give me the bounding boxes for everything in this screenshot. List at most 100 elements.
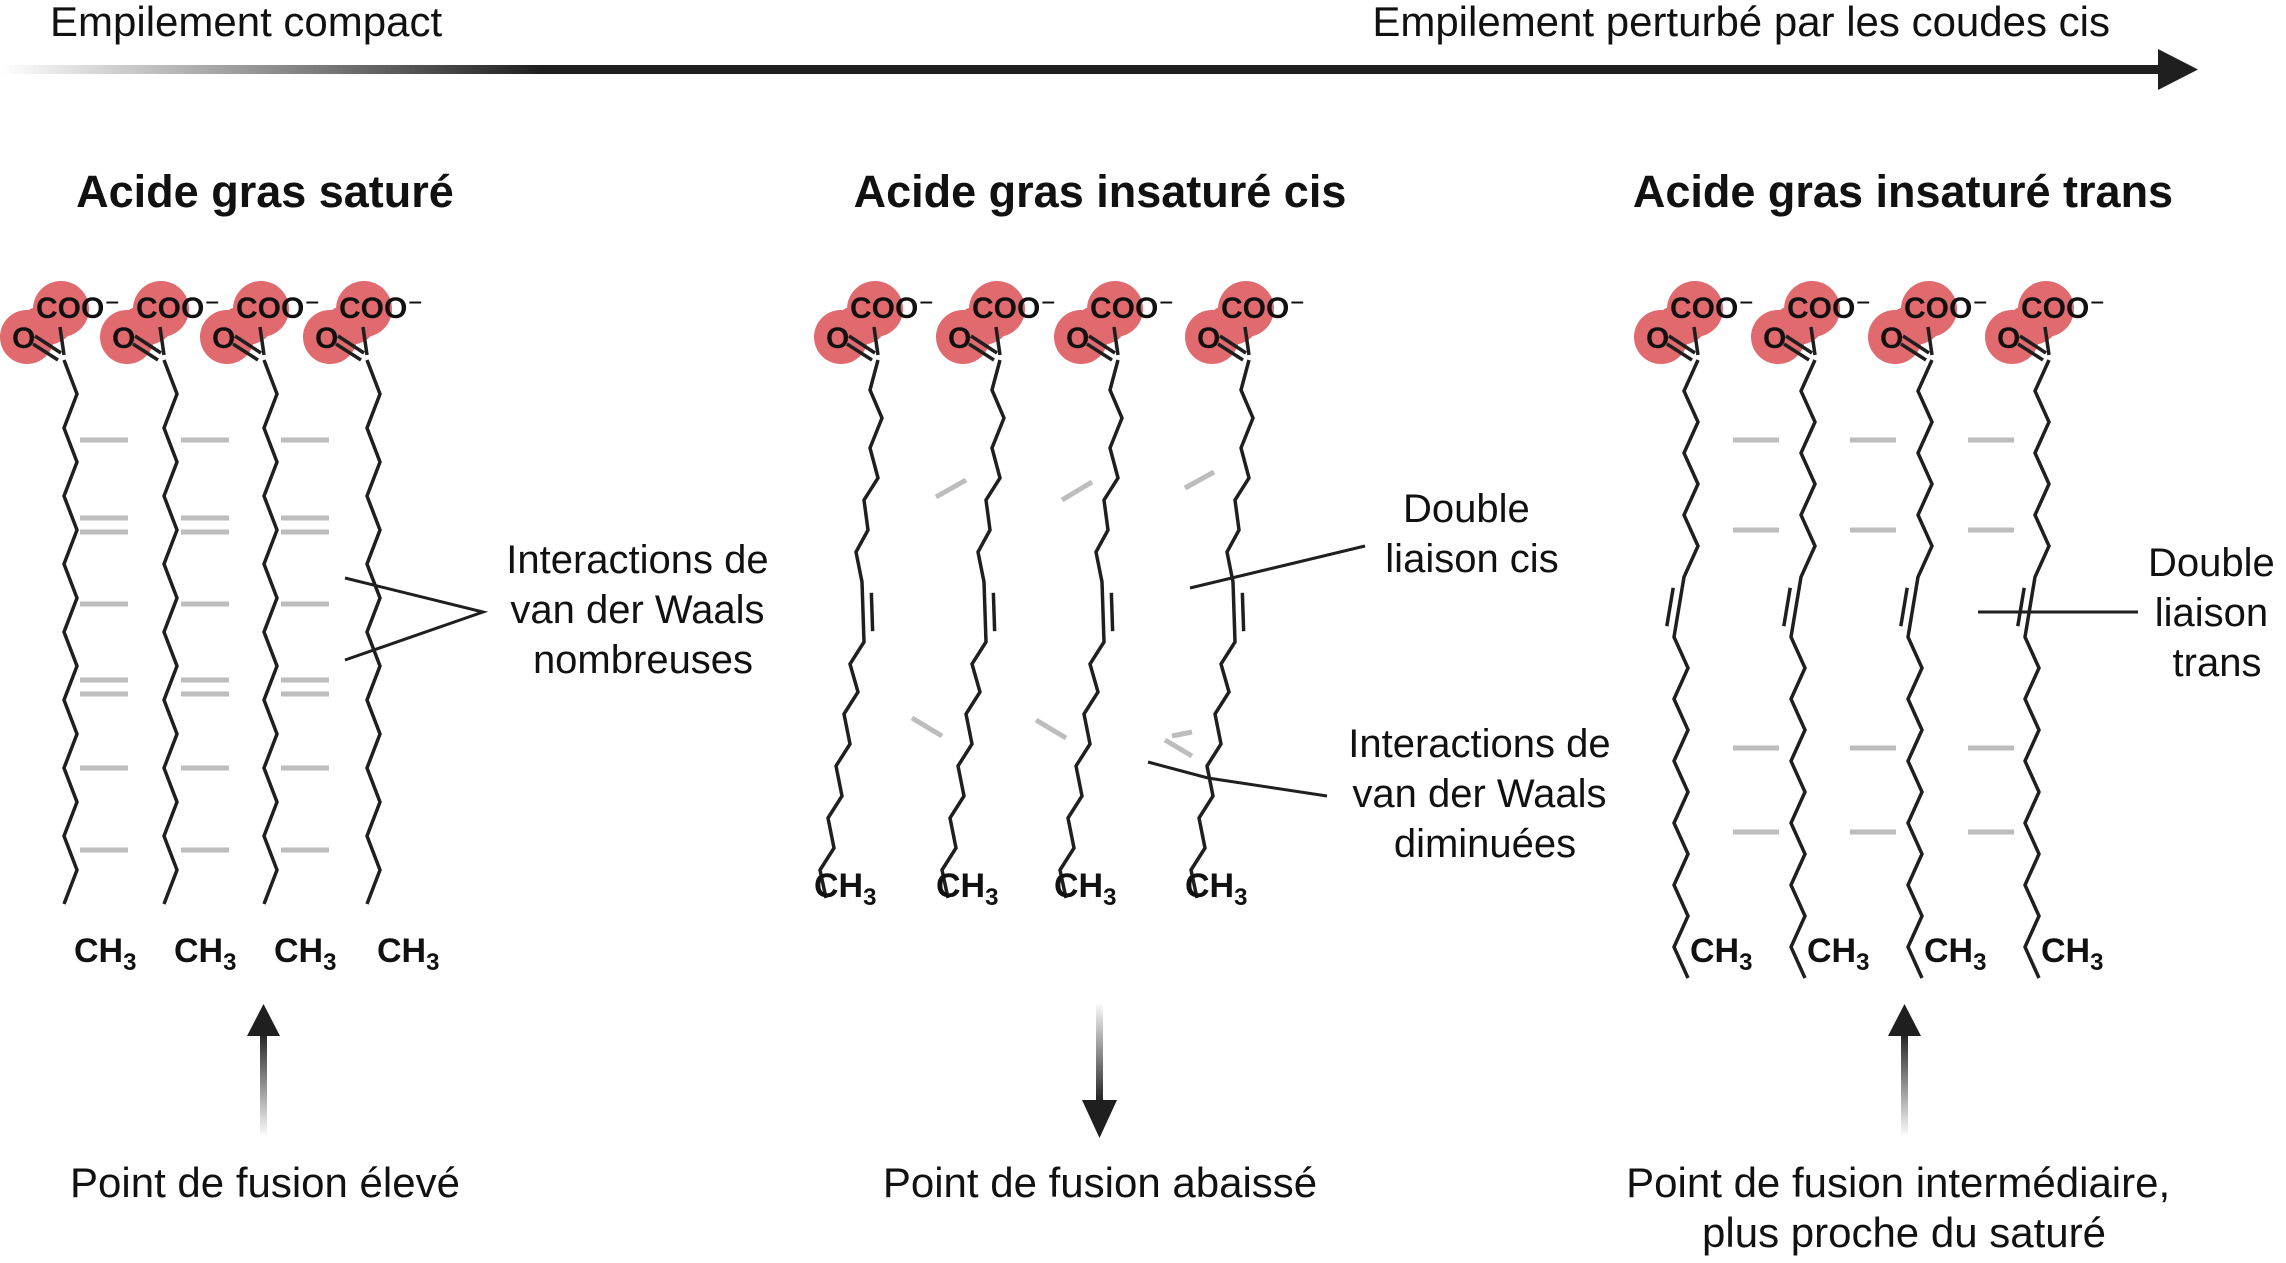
carbonyl-bond bbox=[1783, 342, 1810, 362]
carbonyl-bond bbox=[848, 334, 876, 355]
double-bond-trans-2 bbox=[1782, 587, 1792, 627]
carboxyl-bond bbox=[994, 326, 1002, 356]
head-blob bbox=[220, 305, 272, 345]
carboxyl-head-trans-1: COO⁻O bbox=[1634, 281, 1754, 364]
carboxylate-label: COO⁻ bbox=[339, 292, 423, 325]
carboxylate-label: COO⁻ bbox=[1904, 292, 1988, 325]
carbonyl-bond bbox=[1217, 342, 1244, 362]
hydrocarbon-chain-cis-2 bbox=[940, 359, 1006, 899]
annotation-text: Interactions de van der Waals diminuées bbox=[1348, 722, 1622, 866]
methyl-terminus: CH3 bbox=[1690, 932, 1752, 976]
carbonyl-bond bbox=[1668, 334, 1696, 355]
arrow-shaft bbox=[1096, 1002, 1103, 1102]
methyl-terminus: CH3 bbox=[936, 867, 998, 911]
methyl-terminus: CH3 bbox=[377, 932, 439, 976]
hydrocarbon-chain-trans-2 bbox=[1789, 359, 1817, 979]
melting-arrow-trans bbox=[1888, 1004, 1921, 1137]
methyl-terminus: CH3 bbox=[174, 932, 236, 976]
carboxylate-label: COO⁻ bbox=[1090, 292, 1174, 325]
leader-line bbox=[1189, 544, 1366, 590]
carbonyl-bond bbox=[2017, 342, 2044, 362]
carboxyl-bond bbox=[1112, 326, 1120, 356]
methyl-terminus: CH3 bbox=[1054, 867, 1116, 911]
hydrocarbon-chain-trans-1 bbox=[1672, 359, 1700, 979]
vdw-dash bbox=[1163, 737, 1194, 759]
oxygen-label: O bbox=[1997, 322, 2020, 355]
head-blob bbox=[1771, 305, 1823, 345]
carbonyl-bond bbox=[1785, 334, 1813, 355]
oxygen-label: O bbox=[315, 322, 338, 355]
carboxyl-head-sat-1: COO⁻O bbox=[0, 281, 120, 364]
carboxyl-bond bbox=[58, 326, 66, 356]
carbonyl-bond bbox=[337, 334, 365, 355]
oxygen-label: O bbox=[1197, 322, 1220, 355]
hydrocarbon-chain-sat-4 bbox=[365, 359, 382, 905]
hydrocarbon-chain-sat-3 bbox=[262, 359, 279, 905]
vdw-dash bbox=[1034, 717, 1068, 741]
oxygen-label: O bbox=[1646, 322, 1669, 355]
carboxyl-bond bbox=[872, 326, 880, 356]
carbonyl-bond bbox=[32, 342, 59, 362]
methyl-terminus: CH3 bbox=[1924, 932, 1986, 976]
methyl-terminus: CH3 bbox=[1185, 867, 1247, 911]
head-blob bbox=[20, 305, 72, 345]
carboxyl-head-trans-3: COO⁻O bbox=[1868, 281, 1988, 364]
arrow-head bbox=[247, 1004, 280, 1036]
methyl-terminus: CH3 bbox=[1807, 932, 1869, 976]
carbonyl-bond bbox=[132, 342, 159, 362]
melting-point-cis: Point de fusion abaissé bbox=[883, 1159, 1317, 1206]
hydrocarbon-chain-sat-2 bbox=[162, 359, 179, 905]
carbonyl-bond bbox=[335, 342, 362, 362]
carboxyl-bond bbox=[1692, 326, 1700, 356]
panel-title-cis: Acide gras insaturé cis bbox=[854, 166, 1347, 217]
carboxylate-label: COO⁻ bbox=[136, 292, 220, 325]
carboxylate-label: COO⁻ bbox=[36, 292, 120, 325]
double-bond-cis-3 bbox=[1109, 592, 1115, 632]
double-bond-cis-1 bbox=[869, 592, 875, 632]
carboxyl-head-cis-4: COO⁻O bbox=[1185, 281, 1305, 364]
carbonyl-bond bbox=[1666, 342, 1693, 362]
oxygen-label: O bbox=[212, 322, 235, 355]
vdw-interaction-layer bbox=[80, 437, 2014, 853]
vdw-dash bbox=[910, 715, 944, 739]
head-blob bbox=[1888, 305, 1940, 345]
carboxyl-bond bbox=[1809, 326, 1817, 356]
oxygen-label: O bbox=[1066, 322, 1089, 355]
double-bond-trans-3 bbox=[1899, 587, 1909, 627]
carboxylate-label: COO⁻ bbox=[972, 292, 1056, 325]
head-blob bbox=[120, 305, 172, 345]
melting-arrow-cis bbox=[1082, 1002, 1117, 1138]
head-blob bbox=[1654, 305, 1706, 345]
hydrocarbon-chain-cis-3 bbox=[1058, 359, 1124, 899]
carbonyl-bond bbox=[34, 334, 62, 355]
oxygen-label: O bbox=[948, 322, 971, 355]
carboxyl-bond bbox=[2043, 326, 2051, 356]
hydrocarbon-chain-trans-4 bbox=[2023, 359, 2051, 979]
carboxyl-bond bbox=[158, 326, 166, 356]
carboxyl-head-cis-3: COO⁻O bbox=[1054, 281, 1174, 364]
hydrocarbon-chain-sat-1 bbox=[62, 359, 79, 905]
double-bond-cis-2 bbox=[991, 592, 997, 632]
vdw-dash bbox=[1060, 479, 1094, 503]
carbonyl-bond bbox=[1086, 342, 1113, 362]
annotation-text: Double liaison trans bbox=[2148, 541, 2286, 685]
oxygen-label: O bbox=[12, 322, 35, 355]
carboxylate-label: COO⁻ bbox=[236, 292, 320, 325]
oxygen-label: O bbox=[1880, 322, 1903, 355]
carboxyl-head-trans-4: COO⁻O bbox=[1985, 281, 2105, 364]
carbonyl-bond bbox=[970, 334, 998, 355]
arrow-shaft bbox=[260, 1032, 267, 1137]
carboxyl-bond bbox=[1926, 326, 1934, 356]
oxygen-label: O bbox=[112, 322, 135, 355]
head-blob bbox=[1074, 305, 1126, 345]
carbonyl-bond bbox=[134, 334, 162, 355]
vdw-dash bbox=[934, 477, 968, 500]
leader-line bbox=[1147, 760, 1328, 798]
oxygen-label: O bbox=[1763, 322, 1786, 355]
methyl-terminus: CH3 bbox=[274, 932, 336, 976]
carbonyl-bond bbox=[1900, 342, 1927, 362]
carboxyl-head-sat-4: COO⁻O bbox=[303, 281, 423, 364]
methyl-terminus: CH3 bbox=[814, 867, 876, 911]
